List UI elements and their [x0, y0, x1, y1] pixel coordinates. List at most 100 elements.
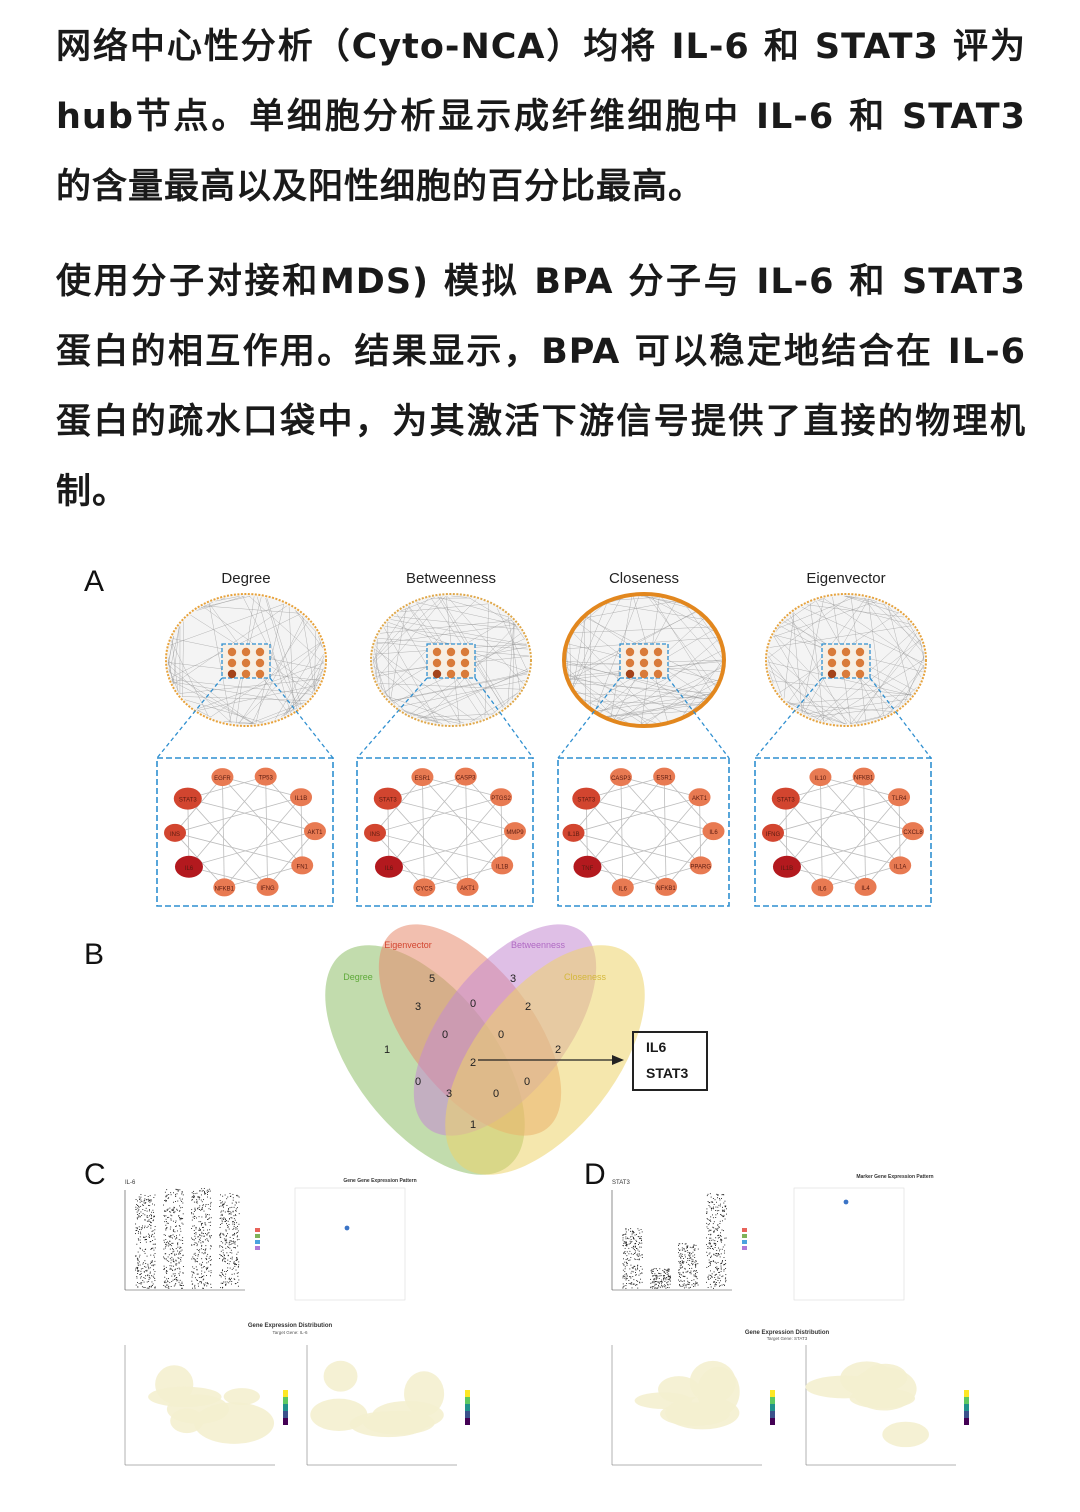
hub-node: [827, 658, 837, 668]
violin-dot: [721, 1262, 723, 1264]
violin-dot: [632, 1230, 634, 1232]
violin-dot: [146, 1215, 148, 1217]
violin-dot: [714, 1284, 716, 1286]
violin-dot: [683, 1280, 685, 1282]
violin-dot: [154, 1264, 156, 1266]
violin-dot: [682, 1266, 684, 1268]
violin-dot: [625, 1236, 627, 1238]
violin-dot: [631, 1231, 633, 1233]
violin-dot: [632, 1232, 634, 1234]
violin-dot: [153, 1216, 155, 1218]
violin-dot: [652, 1275, 654, 1277]
violin-dot: [234, 1279, 236, 1280]
violin-dot: [681, 1264, 682, 1266]
zoom-edge: [387, 798, 390, 867]
violin-dot: [678, 1248, 679, 1250]
violin-dot: [231, 1234, 233, 1236]
violin-dot: [659, 1275, 661, 1277]
violin-dot: [678, 1269, 680, 1271]
violin-dot: [138, 1213, 140, 1214]
violin-dot: [146, 1281, 148, 1283]
violin-dot: [201, 1281, 202, 1283]
violin-dot: [201, 1231, 203, 1233]
network-node-ring: [165, 593, 327, 727]
violin-dot: [631, 1287, 633, 1289]
violin-dot: [233, 1273, 235, 1275]
violin-dot: [210, 1270, 212, 1272]
violin-dot: [722, 1246, 724, 1248]
violin-dot: [150, 1221, 151, 1223]
violin-dot: [223, 1219, 225, 1220]
violin-dot: [652, 1270, 653, 1272]
violin-dot: [707, 1193, 709, 1195]
violin-dot: [173, 1250, 175, 1252]
network-edge: [615, 667, 722, 720]
violin-dot: [220, 1272, 222, 1273]
violin-dot: [196, 1202, 198, 1204]
violin-dot: [669, 1283, 671, 1285]
violin-dot: [231, 1243, 233, 1245]
violin-dot: [146, 1216, 148, 1218]
zoom-connector: [869, 677, 932, 759]
violin-dot: [178, 1239, 180, 1241]
violin-dot: [139, 1198, 141, 1200]
network-edge: [651, 596, 712, 693]
violin-dot: [149, 1271, 151, 1273]
network-edge: [397, 680, 525, 708]
violin-dot: [144, 1237, 146, 1239]
violin-dot: [230, 1279, 231, 1281]
violin-dot: [206, 1190, 208, 1192]
violin-dot: [166, 1241, 168, 1243]
violin-dot: [197, 1283, 199, 1285]
violin-dot: [164, 1285, 166, 1287]
violin-dot: [686, 1247, 687, 1249]
violin-dot: [235, 1215, 237, 1217]
violin-dot: [138, 1214, 140, 1216]
violin-dot: [224, 1260, 226, 1262]
violin-dot: [680, 1255, 682, 1257]
violin-dot: [173, 1211, 175, 1213]
violin-dot: [219, 1218, 221, 1219]
violin-dot: [707, 1278, 709, 1280]
network-edge: [413, 670, 528, 717]
violin-dot: [683, 1283, 685, 1285]
violin-dot: [709, 1202, 711, 1204]
violin-dot: [695, 1260, 697, 1262]
violin-dot: [624, 1266, 626, 1268]
zoom-node: [503, 822, 526, 841]
network-edge: [823, 598, 924, 667]
zoom-node-label: INS: [170, 832, 180, 838]
violin-dot: [695, 1270, 697, 1272]
violin-dot: [639, 1255, 641, 1257]
violin-dot: [165, 1271, 167, 1273]
violin-dot: [147, 1265, 149, 1267]
network-edge: [238, 621, 309, 724]
violin-dot: [181, 1190, 183, 1192]
violin-dot: [200, 1281, 202, 1283]
violin-dot: [138, 1261, 140, 1263]
violin-dot: [626, 1251, 628, 1253]
violin-dot: [719, 1285, 721, 1287]
violin-dot: [227, 1211, 229, 1213]
violin-dot: [233, 1278, 235, 1280]
violin-dot: [678, 1245, 679, 1246]
violin-dot: [136, 1213, 138, 1215]
violin-dot: [630, 1272, 632, 1274]
violin-dot: [193, 1215, 195, 1217]
violin-dot: [232, 1210, 234, 1212]
violin-dot: [628, 1243, 630, 1245]
violin-dot: [205, 1205, 207, 1207]
network-edge: [783, 612, 795, 699]
violin-dot: [685, 1284, 687, 1286]
violin-dot: [723, 1216, 725, 1217]
violin-dot: [707, 1248, 709, 1249]
violin-legend-swatch: [742, 1246, 747, 1250]
violin-dot: [191, 1209, 193, 1211]
violin-dot: [235, 1247, 236, 1249]
violin-dot: [201, 1276, 203, 1277]
violin-dot: [709, 1270, 711, 1272]
violin-dot: [170, 1236, 172, 1238]
violin-dot: [153, 1276, 155, 1278]
violin-dot: [639, 1238, 640, 1240]
umap-colorbar: [283, 1411, 288, 1418]
